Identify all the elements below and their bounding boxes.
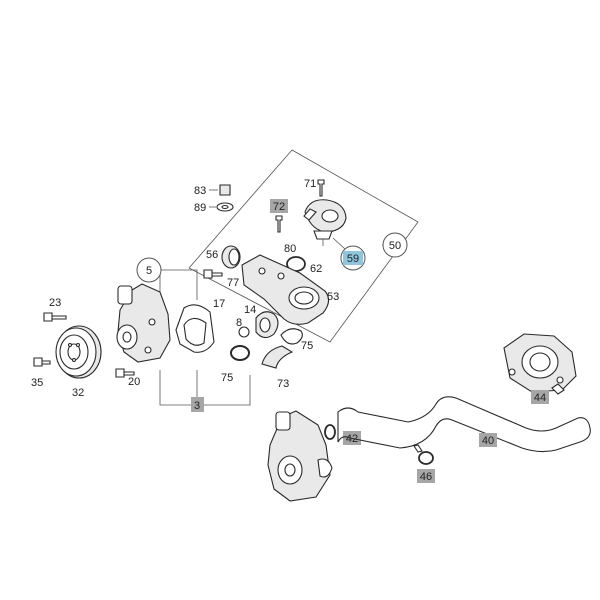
callout-32[interactable]: 32 <box>72 387 84 399</box>
bolt-71 <box>317 179 325 197</box>
callout-3-highlight <box>191 397 204 412</box>
hose-73 <box>261 345 294 369</box>
hose-clamp-46 <box>413 444 434 465</box>
callout-46-highlight <box>417 469 435 483</box>
pulley-32 <box>55 325 102 379</box>
bolt-20 <box>115 368 135 378</box>
seal-8 <box>238 326 250 338</box>
callout-72-highlight <box>270 199 288 213</box>
callout-89[interactable]: 89 <box>194 202 206 214</box>
callout-72[interactable]: 72 <box>273 201 285 213</box>
callout-44-highlight <box>531 390 549 404</box>
water-pump-lower-view <box>267 410 333 502</box>
callout-23[interactable]: 23 <box>49 297 61 309</box>
bolt-77 <box>203 269 223 279</box>
callout-42[interactable]: 42 <box>346 433 358 445</box>
callout-50[interactable]: 50 <box>389 240 401 252</box>
thermostat <box>313 230 333 240</box>
callout-62[interactable]: 62 <box>310 263 322 275</box>
callout-circle-5[interactable] <box>136 257 162 283</box>
callout-20[interactable]: 20 <box>128 376 140 388</box>
callout-17[interactable]: 17 <box>213 298 225 310</box>
callout-3[interactable]: 3 <box>194 400 200 412</box>
coolant-hose-40 <box>337 396 591 453</box>
bolt-35 <box>33 357 51 367</box>
callout-53[interactable]: 53 <box>327 291 339 303</box>
callout-44[interactable]: 44 <box>534 392 546 404</box>
throttle-body <box>503 333 577 393</box>
housing-group-frame <box>188 149 419 343</box>
callout-circle-50[interactable] <box>382 232 408 258</box>
hose-clamp-42 <box>324 424 336 440</box>
callout-75-upper[interactable]: 75 <box>301 340 313 352</box>
clamp-75-lower <box>230 345 250 361</box>
callout-77[interactable]: 77 <box>227 277 239 289</box>
callout-40[interactable]: 40 <box>482 435 494 447</box>
callout-59[interactable]: 59 <box>347 253 359 265</box>
callout-40-highlight <box>479 433 497 447</box>
callout-73[interactable]: 73 <box>277 378 289 390</box>
callout-14[interactable]: 14 <box>244 304 256 316</box>
callout-35[interactable]: 35 <box>31 377 43 389</box>
callout-46[interactable]: 46 <box>420 471 432 483</box>
callout-71[interactable]: 71 <box>304 178 316 190</box>
callout-83[interactable]: 83 <box>194 185 206 197</box>
clip-44 <box>551 383 565 395</box>
callout-80[interactable]: 80 <box>284 243 296 255</box>
bolt-72 <box>275 215 283 233</box>
callout-5[interactable]: 5 <box>146 265 152 277</box>
bolt-23 <box>43 312 67 322</box>
screw-plug-83 <box>219 184 231 196</box>
callout-75-lower[interactable]: 75 <box>221 372 233 384</box>
callout-59-highlight <box>343 251 363 265</box>
callout-56[interactable]: 56 <box>206 249 218 261</box>
pump-group-bracket-bottom <box>159 370 251 406</box>
callout-8[interactable]: 8 <box>236 317 242 329</box>
gasket-75-upper <box>280 328 303 345</box>
